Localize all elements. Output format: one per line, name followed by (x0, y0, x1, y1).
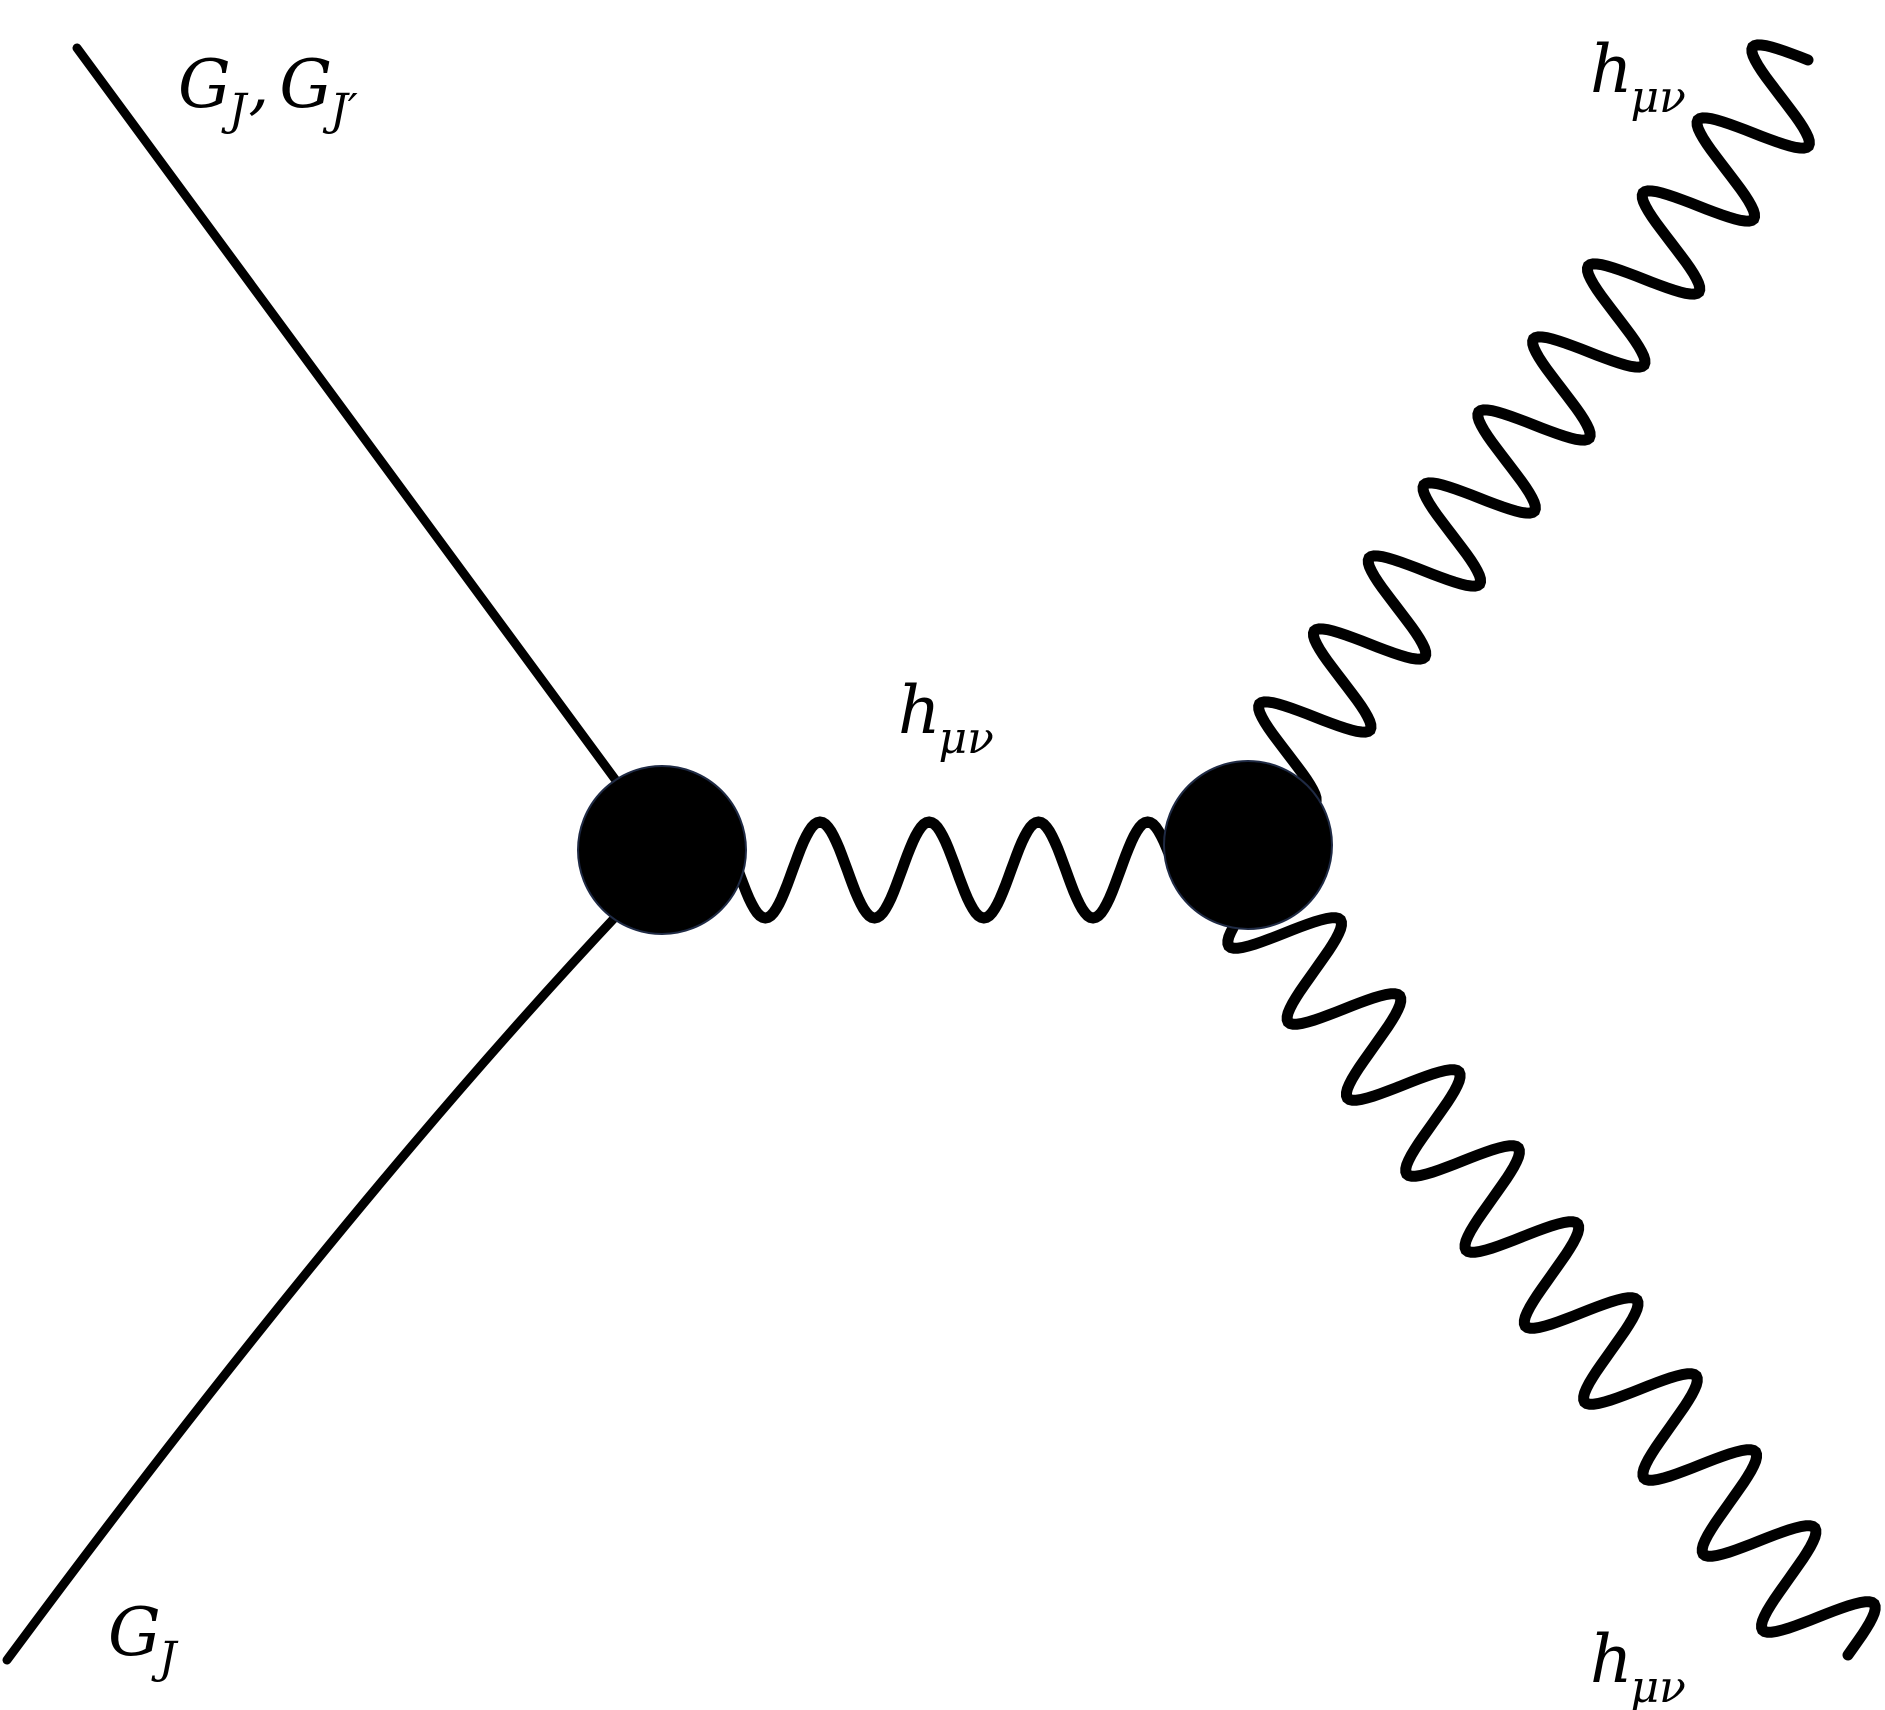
label-bottom-right: hμν (1590, 1621, 1686, 1710)
line-bottom-left (2, 907, 625, 1665)
graviton-line-lower-right (1222, 889, 1881, 1661)
graviton-propagator-center (732, 816, 1181, 924)
label-top-left: GJ,GJ′ (178, 46, 358, 136)
vertex-left (577, 765, 747, 935)
label-top-right: hμν (1590, 31, 1686, 123)
label-center: hμν (898, 672, 994, 764)
graviton-line-upper-right (1253, 39, 1815, 811)
label-bottom-left: GJ (108, 1594, 179, 1684)
vertex-right (1163, 760, 1333, 930)
line-top-left (72, 43, 667, 848)
